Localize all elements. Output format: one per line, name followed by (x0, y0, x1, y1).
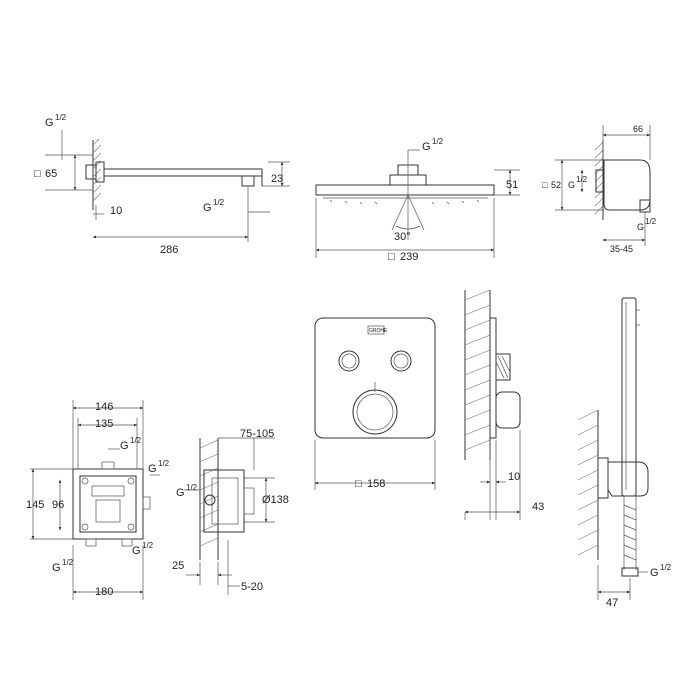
hand-shower-thread-fraction: 1/2 (660, 563, 672, 572)
shower-arm-drawing (45, 130, 290, 242)
brand-logo-text: GROHE (369, 328, 388, 334)
valve-front-drawing (314, 317, 436, 490)
concealed-body-side-drawing (184, 437, 275, 595)
elbow-width: 66 (633, 124, 643, 134)
valve-projection-total: 43 (532, 501, 544, 513)
elbow-depth-range: 35-45 (610, 244, 633, 254)
arm-square-symbol: □ (34, 168, 41, 180)
valve-front-labels: GROHE □ 158 (355, 328, 388, 490)
body-width-outer: 146 (95, 401, 113, 413)
body-side-thread-fraction: 1/2 (186, 483, 198, 492)
hand-shower-labels: G 1/2 47 (606, 563, 672, 609)
body-top-thread-label: G (120, 440, 129, 452)
headshower-thread-fraction: 1/2 (432, 137, 444, 146)
elbow-thread-fraction: 1/2 (576, 175, 588, 184)
arm-thread-label: G (45, 117, 54, 129)
elbow-bottom-thread-label: G (637, 222, 644, 232)
valve-side-drawing (464, 289, 521, 520)
wall-elbow-drawing (555, 125, 651, 246)
body-side-depth: 25 (172, 560, 184, 572)
body-height-inner: 96 (52, 499, 64, 511)
body-br-thread-label: G (132, 545, 141, 557)
wall-elbow-labels: 66 □ 52 G 1/2 G 1/2 35-45 (542, 124, 657, 254)
body-height-outer: 145 (26, 499, 44, 511)
elbow-thread-label: G (568, 180, 575, 190)
arm-length: 286 (160, 244, 178, 256)
hand-shower-dim: 47 (606, 597, 618, 609)
arm-offset: 10 (110, 205, 122, 217)
headshower-drawing (315, 149, 520, 258)
body-right-thread-label: G (148, 463, 157, 475)
headshower-square-symbol: □ (388, 251, 395, 263)
body-bottom-width: 180 (95, 586, 113, 598)
valve-side-labels: 10 43 (508, 471, 544, 513)
elbow-square-symbol: □ (542, 180, 548, 190)
valve-projection-small: 10 (508, 471, 520, 483)
body-top-thread-fraction: 1/2 (130, 436, 142, 445)
concealed-body-front-labels: 146 135 G 1/2 G 1/2 145 96 G 1/2 G 1/2 1… (26, 401, 170, 598)
concealed-body-front-drawing (30, 400, 160, 600)
body-bl-thread-label: G (52, 562, 61, 574)
arm-drop: 23 (271, 173, 283, 185)
arm-square-size: 65 (45, 168, 57, 180)
hand-shower-drawing (577, 297, 649, 600)
body-side-thread-label: G (176, 487, 185, 499)
shower-arm-labels: G 1/2 □ 65 10 286 23 G 1/2 (34, 113, 283, 256)
arm-thread-fraction: 1/2 (55, 113, 67, 122)
headshower-height: 51 (506, 179, 518, 191)
arm-bottom-thread-fraction: 1/2 (213, 198, 225, 207)
plate-size: 158 (367, 478, 385, 490)
elbow-bottom-thread-fraction: 1/2 (645, 217, 657, 226)
body-side-range-2: 5-20 (241, 581, 263, 593)
hand-shower-thread-label: G (650, 567, 659, 579)
elbow-square-size: 52 (551, 180, 561, 190)
headshower-labels: G 1/2 51 30° □ 239 (388, 137, 518, 263)
headshower-angle: 30° (394, 231, 411, 243)
concealed-body-side-labels: 75-105 Ø138 G 1/2 25 5-20 (172, 428, 289, 593)
body-width-inner: 135 (95, 418, 113, 430)
arm-bottom-thread-label: G (203, 202, 212, 214)
body-side-range: 75-105 (240, 428, 274, 440)
body-br-thread-fraction: 1/2 (142, 541, 154, 550)
plate-square-symbol: □ (355, 478, 362, 490)
body-side-diameter: Ø138 (262, 494, 289, 506)
headshower-thread-label: G (422, 141, 431, 153)
body-right-thread-fraction: 1/2 (158, 459, 170, 468)
body-bl-thread-fraction: 1/2 (62, 558, 74, 567)
headshower-size: 239 (400, 251, 418, 263)
